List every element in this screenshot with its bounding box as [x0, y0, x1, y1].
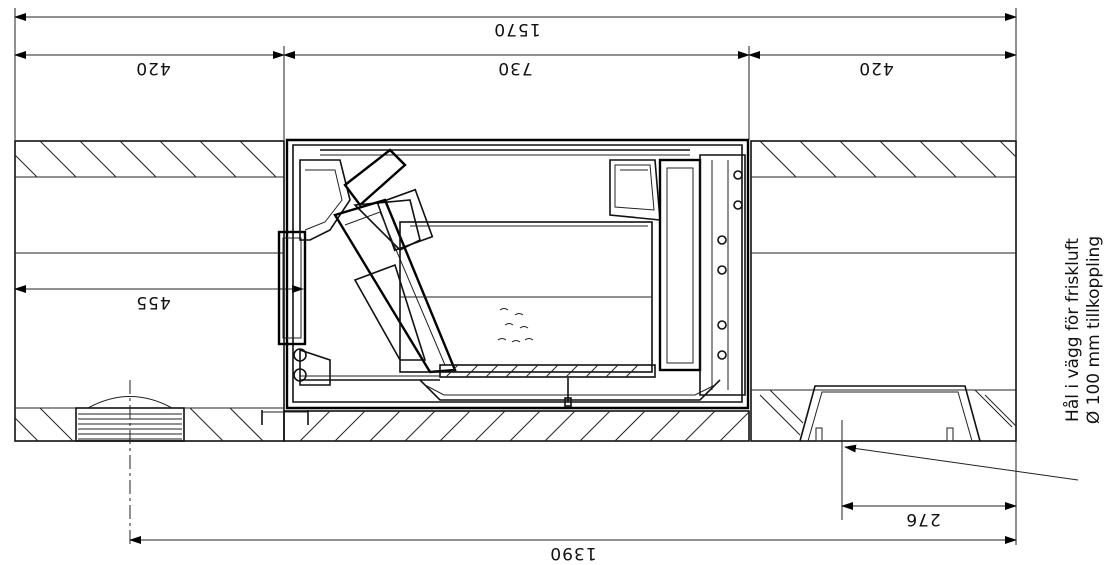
dim-label-offset: 276: [905, 509, 940, 529]
note-line-1: Hål i vägg för friskluft: [1062, 238, 1083, 422]
dim-label-depth: 455: [135, 292, 170, 312]
fresh-air-note: Hål i vägg för friskluft Ø 100 mm tillko…: [844, 236, 1104, 481]
left-wall-block: [14, 140, 285, 442]
dim-label-right: 420: [858, 58, 893, 78]
top-dimensions: 1570 420 730 420: [14, 8, 1017, 140]
dim-label-bottom-span: 1390: [549, 543, 596, 563]
dim-label-overall: 1570: [493, 19, 540, 39]
right-wall-block: [750, 140, 1017, 442]
note-line-2: Ø 100 mm tillkoppling: [1084, 236, 1104, 424]
leader-line: [844, 444, 1079, 481]
bottom-dimensions: 276 1390: [129, 380, 1017, 563]
center-unit: [261, 138, 750, 442]
dim-label-left: 420: [135, 58, 170, 78]
depth-dimension: 455: [14, 285, 304, 312]
dim-label-middle: 730: [497, 58, 532, 78]
